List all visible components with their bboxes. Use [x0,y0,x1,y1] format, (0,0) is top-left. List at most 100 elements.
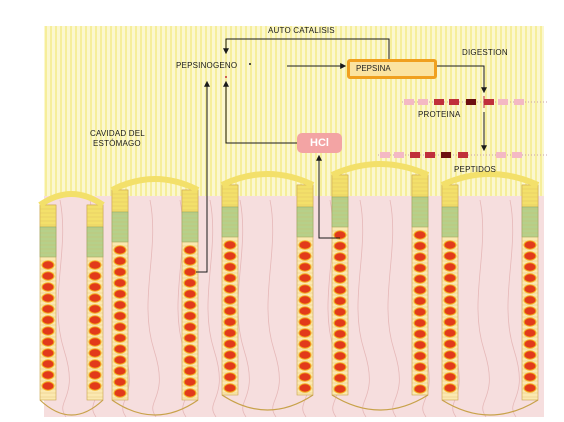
gastric-glands [38,161,540,416]
fiber-line [207,199,220,418]
chief-cell [298,306,312,316]
fiber-line [147,199,160,418]
chief-cell [298,284,312,294]
chief-cell [113,333,127,343]
chief-cell [523,350,537,360]
chief-cell [113,388,127,398]
peptide-residue [425,152,435,158]
chief-cell [183,322,197,332]
chief-cell [113,344,127,354]
neck-zone [296,206,314,238]
amino-acid [404,99,414,105]
surface-epithelium [38,191,105,208]
fiber-line [267,199,280,418]
chief-cell [413,285,427,295]
chief-cell [443,372,457,382]
chief-cell [88,293,102,303]
amino-acid [434,99,444,105]
chief-cell [41,348,55,358]
chief-cell [183,333,197,343]
chief-cell [523,295,537,305]
chief-cell [413,241,427,251]
peptidos-label: PEPTIDOS [454,165,497,174]
surface-epithelium [110,176,200,193]
chief-cell [413,318,427,328]
chief-cell [41,381,55,391]
chief-cell [41,359,55,369]
mucus-zone [441,184,459,208]
peptide-residue [441,152,451,158]
peptide-residue [394,152,404,158]
chief-cell [41,304,55,314]
chief-cell [41,293,55,303]
chief-cell [113,278,127,288]
gland-base [221,394,314,411]
proteina-label: PROTEINA [418,110,461,119]
chief-cell [223,339,237,349]
chief-cell [183,278,197,288]
chief-cell [41,370,55,380]
digestion-arrow [433,65,487,94]
neck-zone [181,211,199,243]
chief-cell [443,251,457,261]
chief-cell [113,322,127,332]
amino-acid [484,99,494,105]
chief-cell [333,384,347,394]
neck-zone [86,226,104,258]
chief-cell [443,262,457,272]
hcl-label: HCl [310,137,329,149]
chief-cell [443,361,457,371]
chief-cell [223,273,237,283]
chief-cell [88,337,102,347]
chief-cell [41,282,55,292]
chief-cell [443,328,457,338]
chief-cell [523,372,537,382]
fiber-line [477,199,490,418]
amino-acid [498,99,508,105]
chief-cell [333,230,347,240]
chief-cell [523,339,537,349]
chief-cell [523,262,537,272]
chief-cell [113,245,127,255]
chief-cell [333,252,347,262]
chief-cell [223,383,237,393]
chief-cell [41,260,55,270]
chief-cell [333,263,347,273]
chief-cell [413,362,427,372]
chief-cell [333,274,347,284]
hcl-box: HCl [297,133,342,153]
chief-cell [523,328,537,338]
chief-cell [88,326,102,336]
chief-cell [443,317,457,327]
pathway-arrows [196,38,487,273]
pepsina-box: PEPSINA [347,59,437,79]
chief-cell [113,355,127,365]
chief-cell [523,273,537,283]
chief-cell [183,311,197,321]
peptide-residue [380,152,390,158]
chief-cell [413,252,427,262]
mucus-zone [111,189,129,213]
mucus-zone [521,184,539,208]
mucus-zone [39,204,57,228]
chief-cell [413,230,427,240]
chief-cell [223,251,237,261]
gland-base [111,399,199,416]
chief-cell [443,284,457,294]
chief-cell [298,273,312,283]
chief-cell [223,262,237,272]
chief-cell [333,241,347,251]
autocatalysis-arrow [223,38,390,59]
chief-cell [298,317,312,327]
chief-cell [413,296,427,306]
chief-cell [223,317,237,327]
fiber-line [57,199,70,418]
chief-cell [223,306,237,316]
chief-cell [183,366,197,376]
fiber-line [357,199,370,418]
chief-cell [88,370,102,380]
chief-cell [223,328,237,338]
chief-cell [183,300,197,310]
